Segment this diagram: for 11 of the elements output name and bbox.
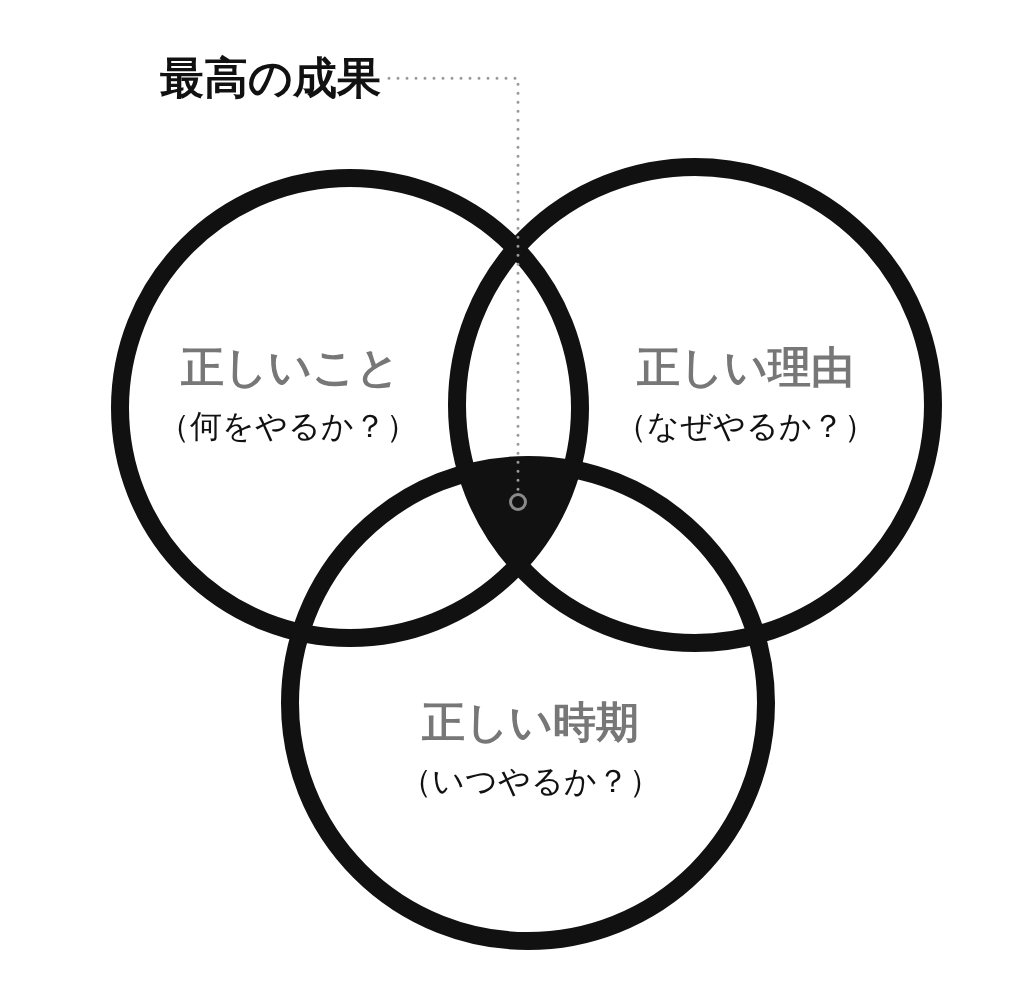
- subtitle-text: （なぜやるか？）: [614, 407, 876, 445]
- heading-text: 正しい理由: [636, 343, 854, 393]
- subtitle-text: （いつやるか？）: [399, 762, 661, 800]
- heading-text: 正しいこと: [180, 343, 400, 393]
- subtitle-text: （何をやるか？）: [158, 407, 418, 445]
- callout-label: 最高の成果: [160, 54, 381, 103]
- venn-circle: [281, 456, 775, 950]
- ring-icon: [509, 493, 527, 511]
- heading-text: 正しい時期: [421, 698, 639, 748]
- venn-circle: [111, 169, 589, 647]
- venn-circle: [448, 158, 942, 652]
